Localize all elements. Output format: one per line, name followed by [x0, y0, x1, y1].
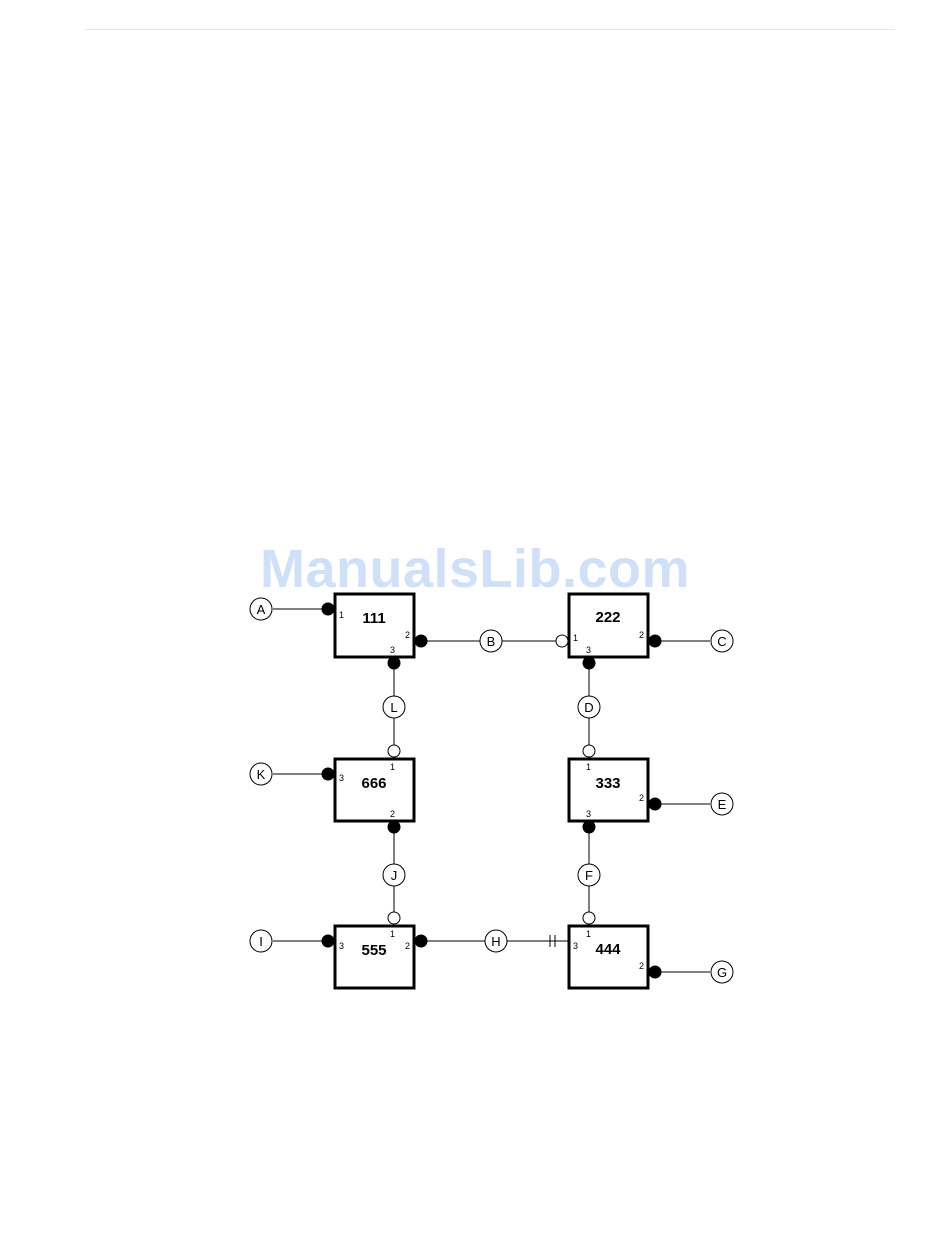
unit-111: 111 1 2 3: [335, 594, 414, 657]
connector-dot-filled: [415, 935, 427, 947]
connector-dot-filled: [322, 603, 334, 615]
svg-text:A: A: [257, 602, 266, 617]
svg-text:G: G: [717, 965, 727, 980]
terminal-g: G: [711, 961, 733, 983]
port-label: 1: [573, 633, 578, 643]
port-label: 1: [339, 610, 344, 620]
connector-dot-filled: [649, 635, 661, 647]
unit-label: 333: [595, 775, 620, 792]
svg-text:H: H: [491, 934, 500, 949]
connector-dot-filled: [322, 935, 334, 947]
connector-dot-filled: [583, 657, 595, 669]
port-label: 3: [390, 645, 395, 655]
unit-label: 666: [361, 775, 386, 792]
connector-dot-open: [388, 745, 400, 757]
port-label: 2: [639, 793, 644, 803]
terminal-k: K: [250, 763, 272, 785]
port-label: 2: [639, 630, 644, 640]
connector-dot-filled: [388, 657, 400, 669]
port-label: 1: [390, 762, 395, 772]
connector-dot-filled: [388, 821, 400, 833]
port-label: 3: [573, 941, 578, 951]
terminal-c: C: [711, 630, 733, 652]
connector-dot-filled: [583, 821, 595, 833]
port-label: 1: [586, 762, 591, 772]
unit-label: 444: [595, 941, 621, 958]
port-label: 3: [586, 645, 591, 655]
terminal-d: D: [578, 696, 600, 718]
terminal-e: E: [711, 793, 733, 815]
unit-666: 666 1 2 3: [335, 759, 414, 821]
svg-text:K: K: [257, 767, 266, 782]
terminal-i: I: [250, 930, 272, 952]
connector-dot-filled: [322, 768, 334, 780]
svg-text:B: B: [487, 634, 496, 649]
connector-dot-filled: [415, 635, 427, 647]
unit-555: 555 1 2 3: [335, 926, 414, 988]
terminal-l: L: [383, 696, 405, 718]
port-label: 1: [390, 929, 395, 939]
connector-dot-filled: [649, 966, 661, 978]
terminal-h: H: [485, 930, 507, 952]
connector-dot-open: [583, 745, 595, 757]
port-label: 1: [586, 929, 591, 939]
unit-333: 333 1 2 3: [569, 759, 648, 821]
unit-label: 111: [362, 610, 385, 627]
port-label: 3: [339, 773, 344, 783]
svg-text:L: L: [390, 700, 397, 715]
unit-222: 222 1 2 3: [569, 594, 648, 657]
connector-dot-open: [556, 635, 568, 647]
terminal-b: B: [480, 630, 502, 652]
terminal-a: A: [250, 598, 272, 620]
svg-text:C: C: [717, 634, 726, 649]
port-label: 2: [639, 961, 644, 971]
connector-dot-open: [388, 912, 400, 924]
terminal-j: J: [383, 864, 405, 886]
svg-text:F: F: [585, 868, 593, 883]
port-label: 3: [339, 941, 344, 951]
terminal-f: F: [578, 864, 600, 886]
unit-444: 444 1 2 3: [569, 926, 648, 988]
port-label: 2: [390, 809, 395, 819]
connector-dot-filled: [649, 798, 661, 810]
unit-label: 555: [361, 942, 386, 959]
port-label: 3: [586, 809, 591, 819]
svg-text:J: J: [391, 868, 398, 883]
port-label: 2: [405, 941, 410, 951]
svg-text:D: D: [584, 700, 593, 715]
port-label: 2: [405, 630, 410, 640]
svg-text:E: E: [718, 797, 727, 812]
unit-label: 222: [595, 609, 620, 626]
svg-text:I: I: [259, 934, 263, 949]
connector-dot-open: [583, 912, 595, 924]
